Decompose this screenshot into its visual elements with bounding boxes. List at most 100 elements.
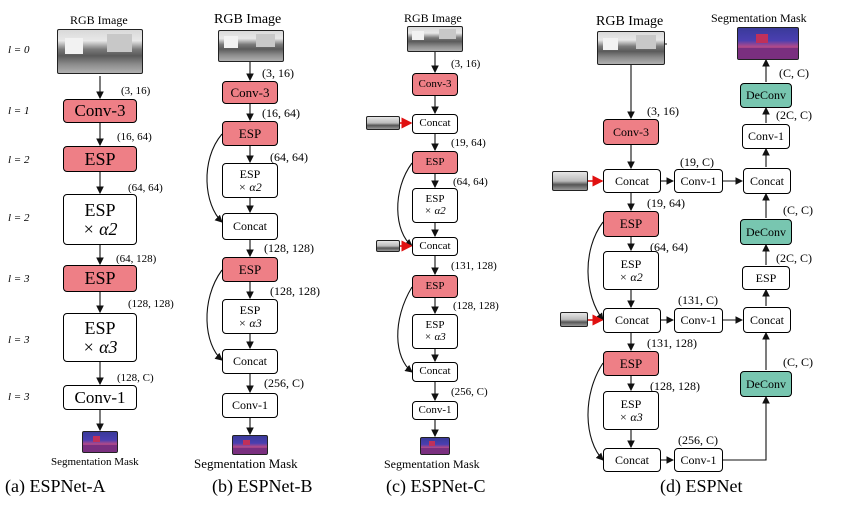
b-conv1-label: Conv-1 (232, 398, 268, 413)
a-level-label: l = 3 (8, 391, 30, 403)
d-esp-repeat-label: ESP (620, 256, 642, 271)
a-repeat-factor: × α2 (82, 218, 118, 239)
d-repeat-factor: × α2 (619, 269, 643, 284)
d-input-thumbnail (552, 171, 588, 191)
d-caption: (d) ESPNet (660, 476, 743, 496)
a-esp-label: ESP (84, 148, 116, 169)
b-concat-block: Concat (222, 213, 278, 240)
d-deconv-label: DeConv (746, 376, 786, 391)
d-conv1-block: Conv-1 (742, 124, 790, 149)
b-esp-repeat-block: ESP × α2 (222, 163, 278, 198)
a-level-label: l = 2 (8, 212, 30, 224)
d-esp-block: ESP (603, 211, 659, 237)
a-esp-repeat-block: ESP × α3 (63, 313, 137, 362)
d-dim-label: (C, C) (783, 355, 813, 369)
d-esp-repeat-block: ESP × α2 (603, 251, 659, 290)
b-rgb-label: RGB Image (214, 12, 282, 27)
c-esp-repeat-label: ESP (425, 318, 445, 331)
b-esp-block: ESP (222, 257, 278, 282)
c-rgb-label: RGB Image (404, 11, 462, 25)
d-dim-label: (19, C) (680, 155, 714, 169)
d-concat-block: Concat (603, 448, 661, 472)
c-esp-label: ESP (425, 155, 445, 168)
a-conv3-block: Conv-3 (63, 99, 137, 123)
b-esp-label: ESP (238, 125, 262, 141)
d-deconv-block: DeConv (740, 371, 792, 397)
a-dim-label: (64, 128) (116, 253, 157, 265)
d-concat-label: Concat (615, 313, 649, 328)
a-dim-label: (3, 16) (121, 85, 151, 97)
b-esp-block: ESP (222, 121, 278, 146)
a-esp-block: ESP (63, 265, 137, 292)
c-dim-label: (64, 64) (453, 176, 488, 188)
d-conv1-label: Conv-1 (680, 452, 717, 467)
b-esp-repeat-label: ESP (239, 302, 261, 317)
c-concat-label: Concat (419, 365, 451, 378)
c-conv3-block: Conv-3 (412, 73, 458, 96)
d-dim-label: (131, 128) (647, 336, 697, 350)
b-esp-label: ESP (238, 261, 262, 277)
d-repeat-factor: × α3 (619, 409, 643, 424)
d-rgb-label: RGB Image (596, 14, 664, 29)
c-concat-block: Concat (412, 362, 458, 382)
d-dim-label: (C, C) (779, 66, 809, 80)
a-level-label: l = 3 (8, 334, 30, 346)
d-esp-block: ESP (742, 266, 790, 290)
d-input-thumbnail (560, 312, 588, 327)
b-conv3-label: Conv-3 (230, 84, 270, 100)
d-dim-label: (256, C) (678, 433, 718, 447)
d-concat-block: Concat (603, 308, 661, 333)
c-dim-label: (131, 128) (451, 260, 497, 272)
d-conv1-block: Conv-1 (674, 169, 723, 193)
c-dim-label: (3, 16) (451, 58, 481, 70)
c-repeat-factor: × α3 (424, 330, 446, 343)
b-concat-label: Concat (233, 354, 267, 369)
a-rgb-image (57, 29, 143, 74)
d-conv1-label: Conv-1 (680, 313, 717, 328)
d-deconv-label: DeConv (746, 224, 786, 239)
c-concat-label: Concat (419, 239, 451, 252)
d-deconv-block: DeConv (740, 83, 792, 108)
c-conv1-label: Conv-1 (418, 403, 452, 416)
b-rgb-image (218, 30, 284, 62)
b-esp-repeat-label: ESP (239, 166, 261, 181)
a-dim-label: (16, 64) (117, 131, 152, 143)
c-conv1-block: Conv-1 (412, 401, 458, 420)
b-conv3-block: Conv-3 (222, 81, 278, 104)
d-segmentation-mask-image (737, 27, 799, 60)
a-caption: (a) ESPNet-A (5, 476, 106, 496)
c-esp-block: ESP (412, 275, 458, 298)
d-concat-block: Concat (743, 307, 791, 333)
b-repeat-factor: × α3 (238, 315, 262, 330)
c-caption: (c) ESPNet-C (386, 476, 486, 496)
c-esp-block: ESP (412, 151, 458, 174)
d-esp-label: ESP (755, 270, 777, 285)
c-input-thumbnail (376, 240, 400, 252)
d-concat-label: Concat (750, 173, 784, 188)
a-repeat-factor: × α3 (82, 336, 118, 357)
d-dim-label: (2C, C) (776, 251, 812, 265)
d-deconv-block: DeConv (740, 219, 792, 245)
c-concat-label: Concat (419, 117, 451, 130)
d-concat-block: Concat (743, 168, 791, 194)
c-dim-label: (19, 64) (451, 137, 486, 149)
a-seg-label: Segmentation Mask (51, 456, 139, 468)
d-esp-label: ESP (619, 355, 643, 371)
d-seg-label: Segmentation Mask (711, 11, 807, 25)
d-dim-label: (2C, C) (776, 108, 812, 122)
a-level-label: l = 1 (8, 105, 30, 117)
c-esp-repeat-block: ESP × α2 (412, 188, 458, 223)
d-conv1-block: Conv-1 (674, 308, 723, 333)
d-rgb-image (597, 31, 665, 65)
c-esp-label: ESP (425, 279, 445, 292)
b-dim-label: (3, 16) (262, 66, 294, 80)
d-dim-label: (19, 64) (647, 196, 685, 210)
d-conv1-label: Conv-1 (680, 173, 717, 188)
d-dim-label: (C, C) (783, 203, 813, 217)
b-seg-label: Segmentation Mask (194, 456, 298, 471)
a-esp-block: ESP (63, 146, 137, 172)
d-conv3-label: Conv-3 (613, 124, 649, 139)
c-rgb-image (407, 26, 463, 52)
c-input-thumbnail (366, 116, 400, 130)
